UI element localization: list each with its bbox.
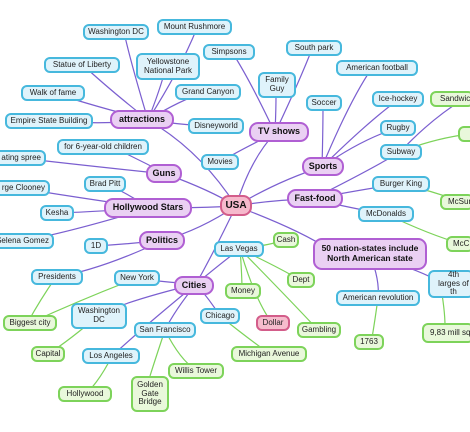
leaf-mcdonalds: McDonalds [358, 206, 414, 222]
leaf-mcch: McCh [446, 236, 470, 252]
leaf-biggest-city: Biggest city [3, 315, 57, 331]
leaf-population-area: 9,83 mill sq [422, 323, 470, 343]
leaf-simpsons: Simpsons [203, 44, 255, 60]
leaf-walk-of-fame: Walk of fame [21, 85, 85, 101]
leaf-movies: Movies [201, 154, 239, 170]
leaf-mount-rushmore: Mount Rushmore [157, 19, 232, 35]
leaf-los-angeles: Los Angeles [82, 348, 140, 364]
leaf-washington-dc-attraction: Washington DC [83, 24, 149, 40]
leaf-brad-pitt: Brad Pitt [84, 176, 126, 192]
leaf-michigan-avenue: Michigan Avenue [231, 346, 307, 362]
category-fast-food: Fast-food [287, 189, 343, 208]
center-node-usa: USA [220, 195, 252, 216]
leaf-presidents: Presidents [31, 269, 83, 285]
leaf-burger-king: Burger King [372, 176, 430, 192]
leaf-disneyworld: Disneyworld [188, 118, 244, 134]
leaf-for-children: for 6-year-old children [57, 139, 149, 155]
leaf-mcsur: McSur [440, 194, 470, 210]
category-attractions: attractions [110, 110, 174, 129]
leaf-1d: 1D [84, 238, 108, 254]
leaf-las-vegas: Las Vegas [214, 241, 264, 257]
category-hollywood-stars: Hollywood Stars [104, 198, 192, 218]
leaf-golden-gate-bridge: Golden Gate Bridge [131, 376, 169, 412]
leaf-shooting-spree: ating spree [0, 150, 46, 166]
leaf-green-partial-top [458, 126, 470, 142]
leaf-hollywood: Hollywood [58, 386, 112, 402]
leaf-1763: 1763 [354, 334, 384, 350]
leaf-soccer: Soccer [306, 95, 342, 111]
leaf-family-guy: Family Guy [258, 72, 296, 98]
leaf-willis-tower: Willis Tower [168, 363, 224, 379]
category-guns: Guns [146, 164, 182, 183]
leaf-chicago: Chicago [200, 308, 240, 324]
leaf-4th-largest: 4th larges of th [428, 270, 470, 298]
leaf-george-clooney: rge Clooney [0, 180, 50, 196]
leaf-kesha: Kesha [40, 205, 74, 221]
leaf-subway: Subway [380, 144, 422, 160]
leaf-south-park: South park [286, 40, 342, 56]
leaf-american-revolution: American revolution [336, 290, 420, 306]
leaf-san-francisco: San Francisco [134, 322, 196, 338]
category-sports: Sports [302, 157, 344, 176]
leaf-ice-hockey: Ice-hockey [372, 91, 424, 107]
category-cities: Cities [174, 276, 214, 295]
leaf-sandwich: Sandwic [430, 91, 470, 107]
leaf-cash: Cash [273, 232, 299, 248]
leaf-money: Money [225, 283, 261, 299]
leaf-empire-state-building: Empire State Building [5, 113, 93, 129]
leaf-grand-canyon: Grand Canyon [175, 84, 241, 100]
leaf-selena-gomez: Selena Gomez [0, 233, 54, 249]
leaf-american-football: American football [336, 60, 418, 76]
leaf-statue-of-liberty: Statue of Liberty [44, 57, 120, 73]
leaf-new-york: New York [114, 270, 160, 286]
leaf-rugby: Rugby [380, 120, 416, 136]
category-tv-shows: TV shows [249, 122, 309, 142]
category-nation-states: 50 nation-states include North American … [313, 238, 427, 270]
leaf-washington-dc-city: Washington DC [71, 303, 127, 329]
leaf-dept: Dept [287, 272, 315, 288]
category-politics: Politics [139, 231, 185, 250]
leaf-gambling: Gambling [297, 322, 341, 338]
leaf-capital: Capital [31, 346, 65, 362]
leaf-dollar: Dollar [256, 315, 290, 331]
leaf-yellowstone: Yellowstone National Park [136, 53, 200, 80]
